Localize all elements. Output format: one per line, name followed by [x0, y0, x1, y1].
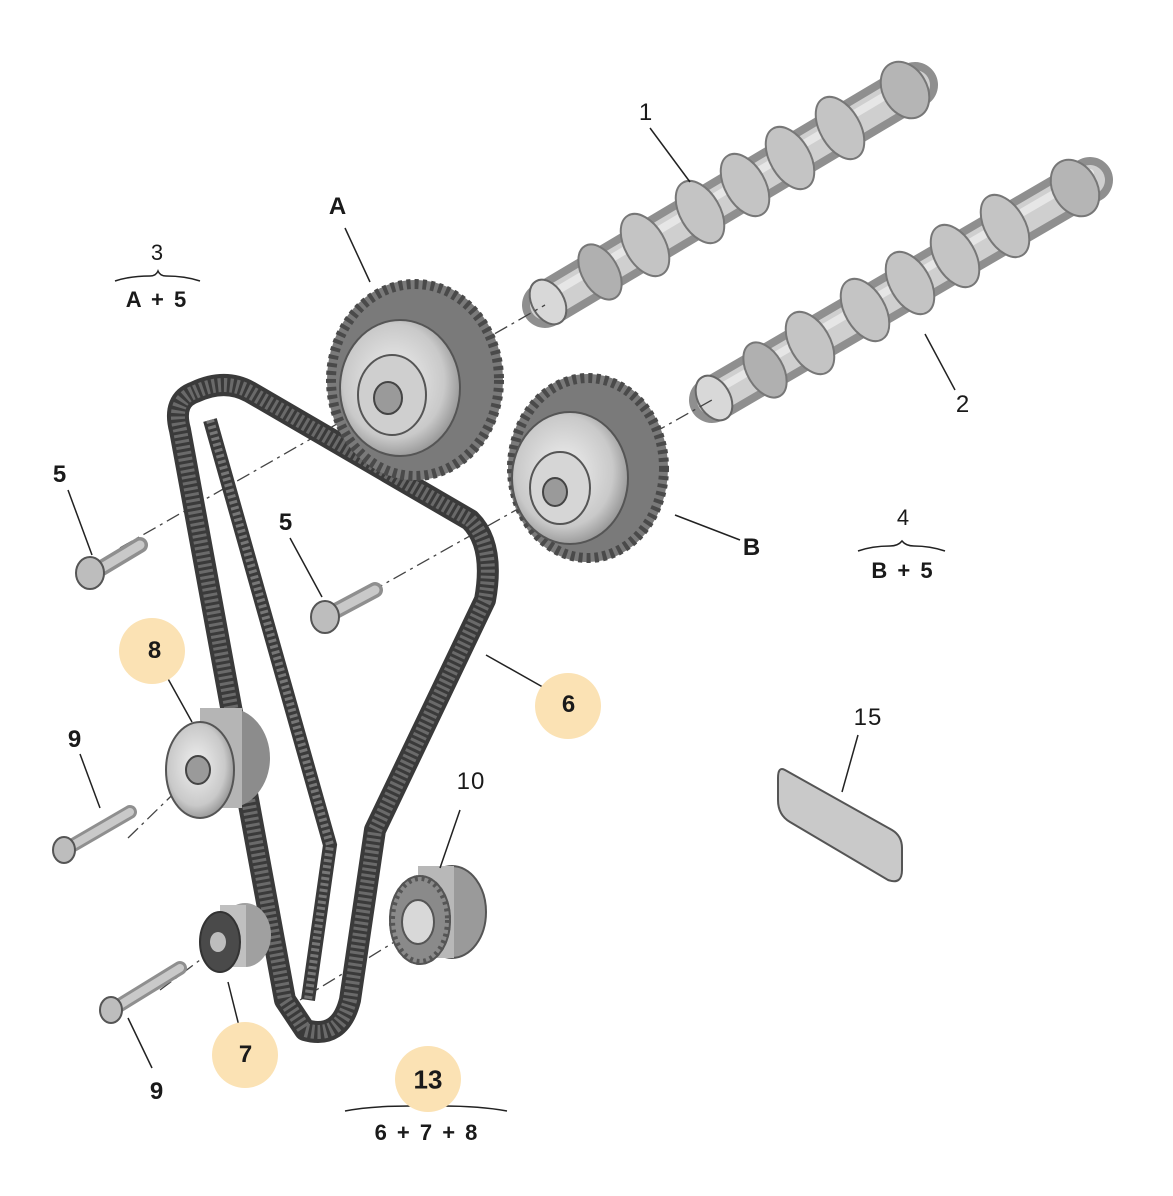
tensioner-pulley-8: [165, 708, 270, 819]
callout-9-upper[interactable]: 9: [67, 726, 83, 753]
callout-9-lower[interactable]: 9: [149, 1078, 165, 1105]
highlight-7: [212, 1022, 278, 1088]
camshaft-2: [689, 157, 1113, 423]
callout-5-left[interactable]: 5: [52, 461, 68, 488]
idler-pulley-7: [199, 903, 271, 973]
callout-5-middle[interactable]: 5: [278, 509, 294, 536]
group-4-number[interactable]: 4: [896, 505, 910, 530]
group-13-members: 6 + 7 + 8: [374, 1120, 480, 1145]
timing-belt: [166, 374, 499, 1043]
highlight-6: [535, 673, 601, 739]
camshaft-1: [522, 60, 938, 328]
callout-b[interactable]: B: [742, 534, 762, 561]
bolt-9-upper: [52, 805, 137, 864]
plate-15: [777, 768, 903, 883]
group-3-number[interactable]: 3: [150, 240, 164, 265]
crankshaft-sprocket-10: [389, 865, 487, 965]
sprocket-a: [326, 279, 504, 481]
group-4-members: B + 5: [871, 558, 935, 583]
callout-a[interactable]: A: [328, 193, 348, 220]
callout-7[interactable]: 7: [238, 1041, 254, 1068]
callout-1[interactable]: 1: [638, 99, 654, 126]
highlight-13: [395, 1046, 461, 1112]
sprocket-b: [507, 373, 669, 563]
callout-6[interactable]: 6: [561, 691, 577, 718]
callout-15[interactable]: 15: [853, 704, 883, 731]
group-13-number[interactable]: 13: [413, 1064, 443, 1095]
bolt-9-lower: [99, 961, 187, 1024]
highlight-8: [119, 618, 185, 684]
callout-8[interactable]: 8: [147, 637, 163, 664]
bolt-5-left: [75, 537, 148, 590]
group-3-members: A + 5: [125, 287, 189, 312]
callout-10[interactable]: 10: [456, 768, 486, 795]
bolt-5-middle: [310, 582, 383, 634]
callout-2[interactable]: 2: [955, 391, 971, 418]
